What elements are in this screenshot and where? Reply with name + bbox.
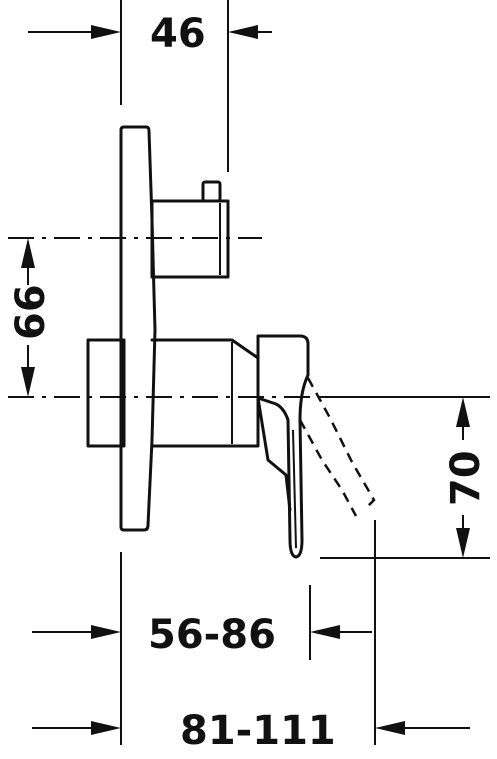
dim-70-arrow-bottom — [456, 528, 470, 558]
mixer-body — [86, 338, 260, 448]
lever-alt-position — [298, 377, 376, 517]
dim-56-86-arrow-right — [310, 625, 340, 639]
dim-56-86-label: 56-86 — [148, 612, 276, 658]
diverter-body — [150, 199, 230, 279]
dim-81-111-arrow-right — [375, 721, 405, 735]
centerlines — [8, 237, 320, 398]
dimension-46: 46 — [28, 11, 272, 57]
dim-81-111-arrow-left — [91, 721, 121, 735]
dim-70-label: 70 — [443, 450, 489, 506]
dim-66-arrow-bottom — [21, 367, 35, 397]
mixer-rear-block — [86, 338, 126, 448]
lever-handle — [256, 334, 310, 559]
dimension-66: 66 — [8, 238, 54, 397]
dim-70-arrow-top — [456, 397, 470, 427]
lever-alt-outline-a — [306, 377, 376, 511]
dim-46-arrow-left — [91, 25, 121, 39]
dim-46-label: 46 — [150, 11, 206, 57]
dim-46-arrow-right — [228, 25, 258, 39]
diverter — [150, 180, 230, 279]
dim-66-label: 66 — [8, 284, 54, 340]
dim-66-arrow-top — [21, 238, 35, 268]
mixer-neck — [150, 338, 260, 448]
wall-plate — [119, 125, 157, 532]
dimension-56-86: 56-86 — [32, 612, 372, 658]
lever-alt-outline-b — [298, 419, 358, 517]
lever-inner-edge — [292, 429, 297, 549]
dimension-81-111: 81-111 — [32, 708, 470, 754]
extension-lines — [120, 0, 490, 745]
dim-81-111-label: 81-111 — [180, 708, 336, 754]
diverter-knob — [201, 180, 222, 203]
lever-front — [256, 396, 292, 512]
dim-56-86-arrow-left — [91, 625, 121, 639]
dimension-70: 70 — [320, 396, 490, 558]
